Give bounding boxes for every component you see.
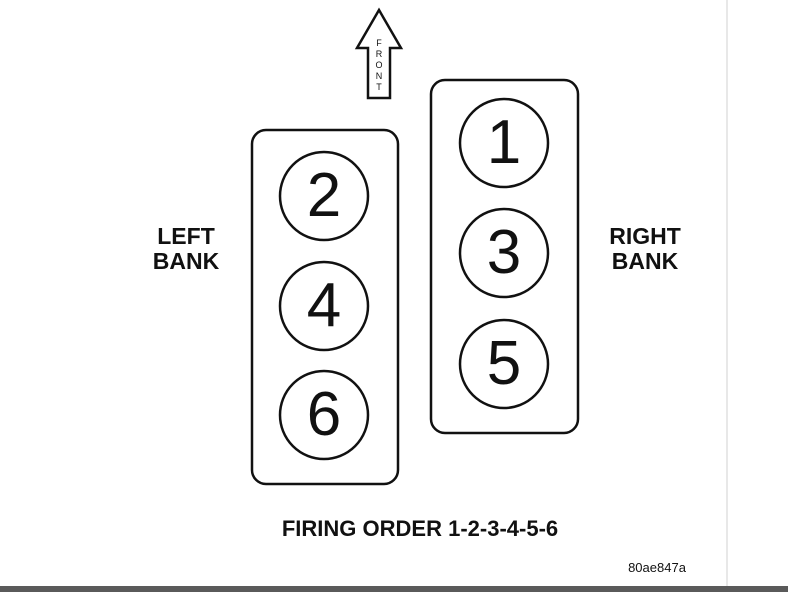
- right-bank-label: RIGHT BANK: [605, 224, 685, 274]
- cylinder-number: 1: [486, 108, 522, 177]
- cylinder-2-circle: [278, 150, 370, 242]
- front-letter: O: [375, 60, 383, 70]
- front-letter: R: [375, 49, 383, 59]
- cylinder-number: 5: [486, 329, 522, 398]
- left-bank-label: LEFT BANK: [146, 224, 226, 274]
- cylinder-4-circle: [278, 260, 370, 352]
- cylinder-number: 3: [486, 218, 522, 287]
- cylinder-5-circle: [458, 318, 550, 410]
- front-letter: N: [375, 71, 383, 81]
- front-letter: T: [376, 82, 382, 92]
- cylinder-6-circle: [278, 369, 370, 461]
- cylinder-number: 2: [306, 161, 342, 230]
- front-arrow-icon: [354, 7, 404, 100]
- right-bank-label-line2: BANK: [611, 248, 679, 274]
- front-letter: F: [376, 38, 382, 48]
- cylinder-1-circle: [458, 97, 550, 189]
- left-bank-label-line1: LEFT: [157, 223, 215, 249]
- bottom-rule: [0, 586, 788, 592]
- figure-code: 80ae847a: [628, 560, 686, 575]
- cylinder-3-circle: [458, 207, 550, 299]
- firing-order-caption: FIRING ORDER 1-2-3-4-5-6: [281, 516, 559, 541]
- right-bank-label-line1: RIGHT: [609, 223, 681, 249]
- cylinder-number: 6: [306, 380, 342, 449]
- left-bank-label-line2: BANK: [152, 248, 220, 274]
- cylinder-number: 4: [306, 271, 342, 340]
